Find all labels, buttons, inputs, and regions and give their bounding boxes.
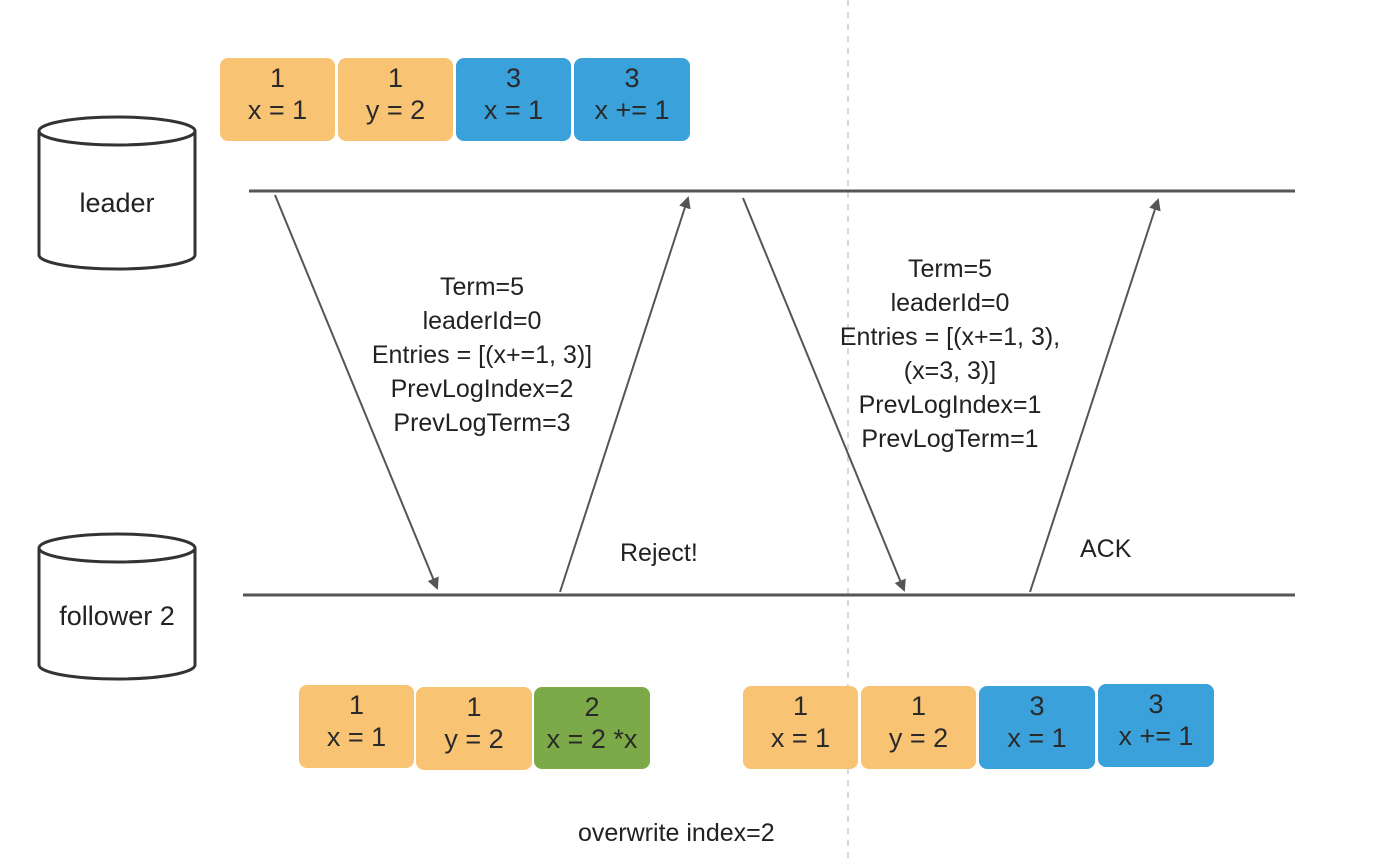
reject-reply-arrow [559, 196, 691, 593]
ack-label: ACK [1080, 535, 1132, 563]
entry-command: y = 2 [444, 724, 504, 754]
entry-command: y = 2 [365, 95, 426, 125]
append-entries-arrow-2 [742, 197, 906, 592]
entry-term: 1 [348, 690, 365, 720]
message-line: leaderId=0 [890, 289, 1010, 317]
append-entries-arrow-1 [274, 194, 439, 590]
log-entry: 1 x = 1 [743, 686, 858, 769]
entry-command: x = 1 [326, 722, 387, 752]
message-line: Term=5 [439, 273, 525, 301]
entry-command: x += 1 [1118, 721, 1194, 751]
entry-term: 1 [792, 691, 809, 721]
log-entry: 1 y = 2 [861, 686, 976, 769]
append-entries-message-1: Term=5 leaderId=0 Entries = [(x+=1, 3)] … [332, 270, 632, 440]
log-entry: 2 x = 2 *x [534, 687, 650, 769]
log-entry: 1 y = 2 [416, 687, 532, 770]
log-entry: 3 x = 1 [979, 686, 1095, 769]
message-line: leaderId=0 [422, 307, 542, 335]
message-line: PrevLogIndex=2 [390, 375, 574, 403]
reject-label: Reject! [620, 539, 698, 567]
message-line: Entries = [(x+=1, 3), [839, 323, 1061, 351]
leader-cylinder-icon [37, 115, 197, 271]
entry-term: 1 [269, 63, 286, 93]
entry-term: 3 [1148, 689, 1164, 719]
entry-command: x = 1 [770, 723, 831, 753]
entry-command: y = 2 [888, 723, 949, 753]
entry-command: x = 1 [247, 95, 308, 125]
follower-label: follower 2 [59, 601, 175, 631]
entry-term: 3 [1029, 691, 1045, 721]
append-entries-message-2: Term=5 leaderId=0 Entries = [(x+=1, 3), … [800, 252, 1100, 456]
message-line: Entries = [(x+=1, 3)] [371, 341, 593, 369]
entry-command: x += 1 [594, 95, 670, 125]
message-line: PrevLogIndex=1 [858, 391, 1042, 419]
log-entry: 1 y = 2 [338, 58, 453, 141]
message-line: PrevLogTerm=3 [393, 409, 571, 437]
entry-term: 1 [387, 63, 404, 93]
follower-cylinder-icon [37, 532, 197, 681]
message-line: Term=5 [907, 255, 993, 283]
log-entry: 3 x += 1 [1098, 684, 1214, 767]
message-line: (x=3, 3)] [903, 357, 997, 385]
entry-command: x = 2 *x [546, 724, 638, 754]
log-entry: 1 x = 1 [220, 58, 335, 141]
log-entry: 1 x = 1 [299, 685, 414, 768]
entry-term: 1 [910, 691, 927, 721]
entry-term: 2 [584, 692, 600, 722]
entry-term: 3 [624, 63, 640, 93]
entry-term: 3 [505, 63, 522, 93]
log-entry: 3 x = 1 [456, 58, 571, 141]
entry-term: 1 [466, 692, 482, 722]
entry-command: x = 1 [1007, 723, 1067, 753]
overwrite-note: overwrite index=2 [578, 819, 775, 847]
entry-command: x = 1 [483, 95, 544, 125]
ack-reply-arrow [1029, 198, 1161, 593]
message-line: PrevLogTerm=1 [861, 425, 1039, 453]
leader-label: leader [79, 188, 155, 218]
log-entry: 3 x += 1 [574, 58, 690, 141]
